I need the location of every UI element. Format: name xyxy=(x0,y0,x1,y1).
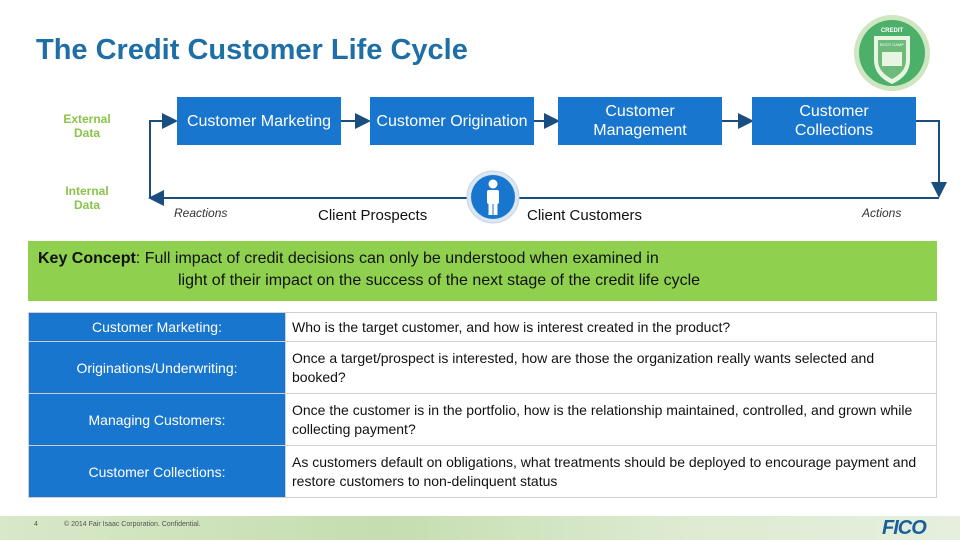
life-cycle-flow-arrows xyxy=(148,113,947,206)
table-row-desc: Who is the target customer, and how is i… xyxy=(285,312,937,342)
actions-label: Actions xyxy=(862,206,902,220)
slide-title: The Credit Customer Life Cycle xyxy=(36,34,468,66)
client-prospects-label: Client Prospects xyxy=(318,207,428,224)
fico-logo: FICO xyxy=(882,517,927,539)
page-number: 4 xyxy=(34,521,38,528)
badge-mid-text: BOOT CAMP xyxy=(880,42,904,47)
copyright-text: © 2014 Fair Isaac Corporation. Confident… xyxy=(64,521,201,528)
key-concept-label: Key Concept xyxy=(38,250,136,267)
stage-customer-management: Customer Management xyxy=(558,97,722,145)
footer-bar: 4 © 2014 Fair Isaac Corporation. Confide… xyxy=(0,516,960,540)
key-concept-line1: : Full impact of credit decisions can on… xyxy=(135,250,659,267)
table-row-label: Customer Collections: xyxy=(28,445,286,498)
table-row-label: Customer Marketing: xyxy=(28,312,286,342)
table-row-desc: Once a target/prospect is interested, ho… xyxy=(285,341,937,394)
key-concept-box: Key Concept: Full impact of credit decis… xyxy=(28,241,937,301)
table-row: Managing Customers: Once the customer is… xyxy=(28,393,937,446)
table-row-desc: As customers default on obligations, wha… xyxy=(285,445,937,498)
external-data-label: External Data xyxy=(63,112,111,140)
person-icon xyxy=(466,170,520,224)
stage-customer-origination: Customer Origination xyxy=(370,97,534,145)
stage-customer-collections: Customer Collections xyxy=(752,97,916,145)
stage-customer-marketing: Customer Marketing xyxy=(177,97,341,145)
badge-top-text: CREDIT xyxy=(881,28,904,34)
table-row: Customer Marketing: Who is the target cu… xyxy=(28,312,937,342)
internal-data-label: Internal Data xyxy=(65,184,109,212)
credit-boot-camp-badge: CREDIT BOOT CAMP xyxy=(854,15,930,91)
table-row-label: Managing Customers: xyxy=(28,393,286,446)
key-concept-line2: light of their impact on the success of … xyxy=(178,272,701,289)
stage-questions-table: Customer Marketing: Who is the target cu… xyxy=(28,312,937,498)
table-row: Customer Collections: As customers defau… xyxy=(28,445,937,498)
table-row: Originations/Underwriting: Once a target… xyxy=(28,341,937,394)
client-customers-label: Client Customers xyxy=(527,207,643,224)
table-row-label: Originations/Underwriting: xyxy=(28,341,286,394)
reactions-label: Reactions xyxy=(174,206,228,220)
table-row-desc: Once the customer is in the portfolio, h… xyxy=(285,393,937,446)
